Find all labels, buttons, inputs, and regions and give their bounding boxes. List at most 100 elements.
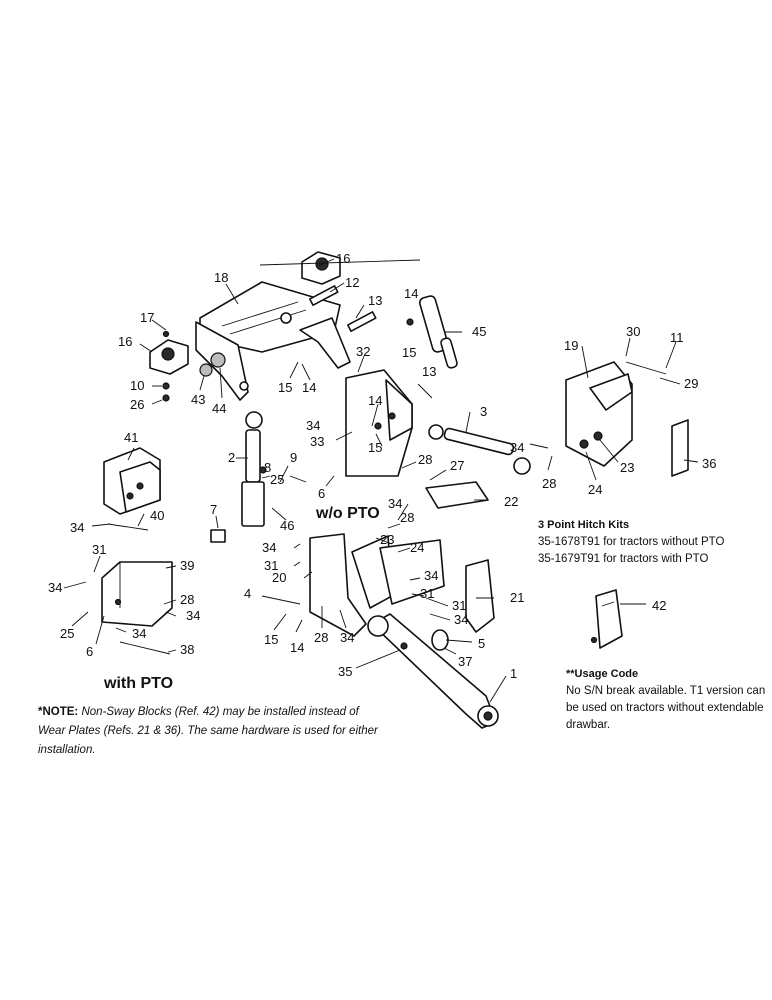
callout-24-right: 24 <box>588 482 602 497</box>
callout-34-41: 34 <box>70 520 84 535</box>
usage-body: No S/N break available. T1 version can b… <box>566 685 766 731</box>
callout-11: 11 <box>670 330 684 345</box>
callout-15-top: 15 <box>402 345 416 360</box>
callout-23-mid: 23 <box>380 532 394 547</box>
hydraulic-cylinder <box>259 259 458 369</box>
callout-19: 19 <box>564 338 578 353</box>
callout-13-top: 13 <box>368 293 382 308</box>
callout-12: 12 <box>345 275 359 290</box>
washer-10 <box>162 382 170 390</box>
callout-9: 9 <box>290 450 297 465</box>
callout-6-mid: 6 <box>318 486 325 501</box>
bearing-block-left <box>149 339 189 375</box>
callout-28-39: 28 <box>180 592 194 607</box>
callout-41: 41 <box>124 430 138 445</box>
callout-43: 43 <box>191 392 205 407</box>
bearing-block-top <box>301 251 341 285</box>
callout-34-39: 34 <box>48 580 62 595</box>
callout-10: 10 <box>130 378 144 393</box>
callout-46: 46 <box>280 518 294 533</box>
callout-6-39: 6 <box>86 644 93 659</box>
callout-28-low: 28 <box>314 630 328 645</box>
bushing-44 <box>210 352 226 368</box>
rockshaft-housing <box>195 281 351 401</box>
callout-34-right2: 34 <box>454 612 468 627</box>
callout-16-top: 16 <box>336 251 350 266</box>
callout-34-right-upper: 34 <box>510 440 524 455</box>
callout-31-right1: 31 <box>420 586 434 601</box>
pin-35 <box>400 642 408 650</box>
callout-15-low: 15 <box>264 632 278 647</box>
callout-18: 18 <box>214 270 228 285</box>
callout-31-20: 31 <box>264 558 278 573</box>
callout-1: 1 <box>510 666 517 681</box>
callout-31-right2: 31 <box>452 598 466 613</box>
bolt-30 <box>625 361 667 375</box>
callout-23-right: 23 <box>620 460 634 475</box>
callout-16-left: 16 <box>118 334 132 349</box>
wear-plate-36 <box>671 419 689 477</box>
usage-code: **Usage Code No S/N break available. T1 … <box>566 666 766 734</box>
lower-link <box>367 613 499 729</box>
wear-plate-21 <box>465 559 495 633</box>
callout-2: 2 <box>228 450 235 465</box>
callout-7: 7 <box>210 502 217 517</box>
bushing-43 <box>199 363 213 377</box>
bolt-17 <box>162 330 170 338</box>
callout-numbers: 16 18 12 13 14 15 45 17 16 10 26 43 44 1… <box>48 251 716 692</box>
callout-34-right1: 34 <box>424 568 438 583</box>
callout-34-low: 34 <box>340 630 354 645</box>
callout-39: 39 <box>180 558 194 573</box>
callout-28-right-mid: 28 <box>400 510 414 525</box>
callout-3: 3 <box>480 404 487 419</box>
callout-31-39: 31 <box>92 542 106 557</box>
wear-plate-22 <box>425 481 489 509</box>
kits-line-2: 35-1679T91 for tractors with PTO <box>538 553 709 565</box>
callout-37: 37 <box>458 654 472 669</box>
bracket-39 <box>101 561 173 627</box>
callout-34-39c: 34 <box>132 626 146 641</box>
callout-36: 36 <box>702 456 716 471</box>
callout-34-39b: 34 <box>186 608 200 623</box>
top-link <box>428 424 531 475</box>
nut-26 <box>162 394 170 402</box>
callout-5: 5 <box>478 636 485 651</box>
callout-14-bracket: 14 <box>368 393 382 408</box>
callout-26: 26 <box>130 397 144 412</box>
callout-29: 29 <box>684 376 698 391</box>
kits-title: 3 Point Hitch Kits <box>538 519 630 531</box>
callout-14-mid: 14 <box>302 380 316 395</box>
bolt-40 <box>107 523 149 531</box>
callout-30: 30 <box>626 324 640 339</box>
bracket-41 <box>103 447 161 515</box>
callout-13-mid: 13 <box>422 364 436 379</box>
callout-42: 42 <box>652 598 666 613</box>
note-text: *NOTE: Non-Sway Blocks (Ref. 42) may be … <box>38 703 378 760</box>
kits-line-1: 35-1678T91 for tractors without PTO <box>538 536 725 548</box>
callout-35: 35 <box>338 664 352 679</box>
callout-15-bracket: 15 <box>368 440 382 455</box>
callout-21: 21 <box>510 590 524 605</box>
usage-title: **Usage Code <box>566 668 639 680</box>
callout-25-mid: 25 <box>270 472 284 487</box>
callout-15-mid: 15 <box>278 380 292 395</box>
callout-34-mid: 34 <box>388 496 402 511</box>
bracket-32 <box>345 369 413 477</box>
callout-34-20: 34 <box>262 540 276 555</box>
bracket-19 <box>565 361 633 467</box>
hitch-kits: 3 Point Hitch Kits 35-1678T91 for tracto… <box>538 517 768 568</box>
pin-12 <box>308 285 339 307</box>
non-sway-block-42 <box>590 589 623 649</box>
callout-20: 20 <box>272 570 286 585</box>
callout-24-mid: 24 <box>410 540 424 555</box>
bolt-38 <box>119 641 171 655</box>
callout-27: 27 <box>450 458 464 473</box>
callout-33: 33 <box>310 434 324 449</box>
callout-14-low: 14 <box>290 640 304 655</box>
callout-22: 22 <box>504 494 518 509</box>
callout-32: 32 <box>356 344 370 359</box>
callout-45: 45 <box>472 324 486 339</box>
callout-17: 17 <box>140 310 154 325</box>
leader-lines <box>63 258 699 703</box>
